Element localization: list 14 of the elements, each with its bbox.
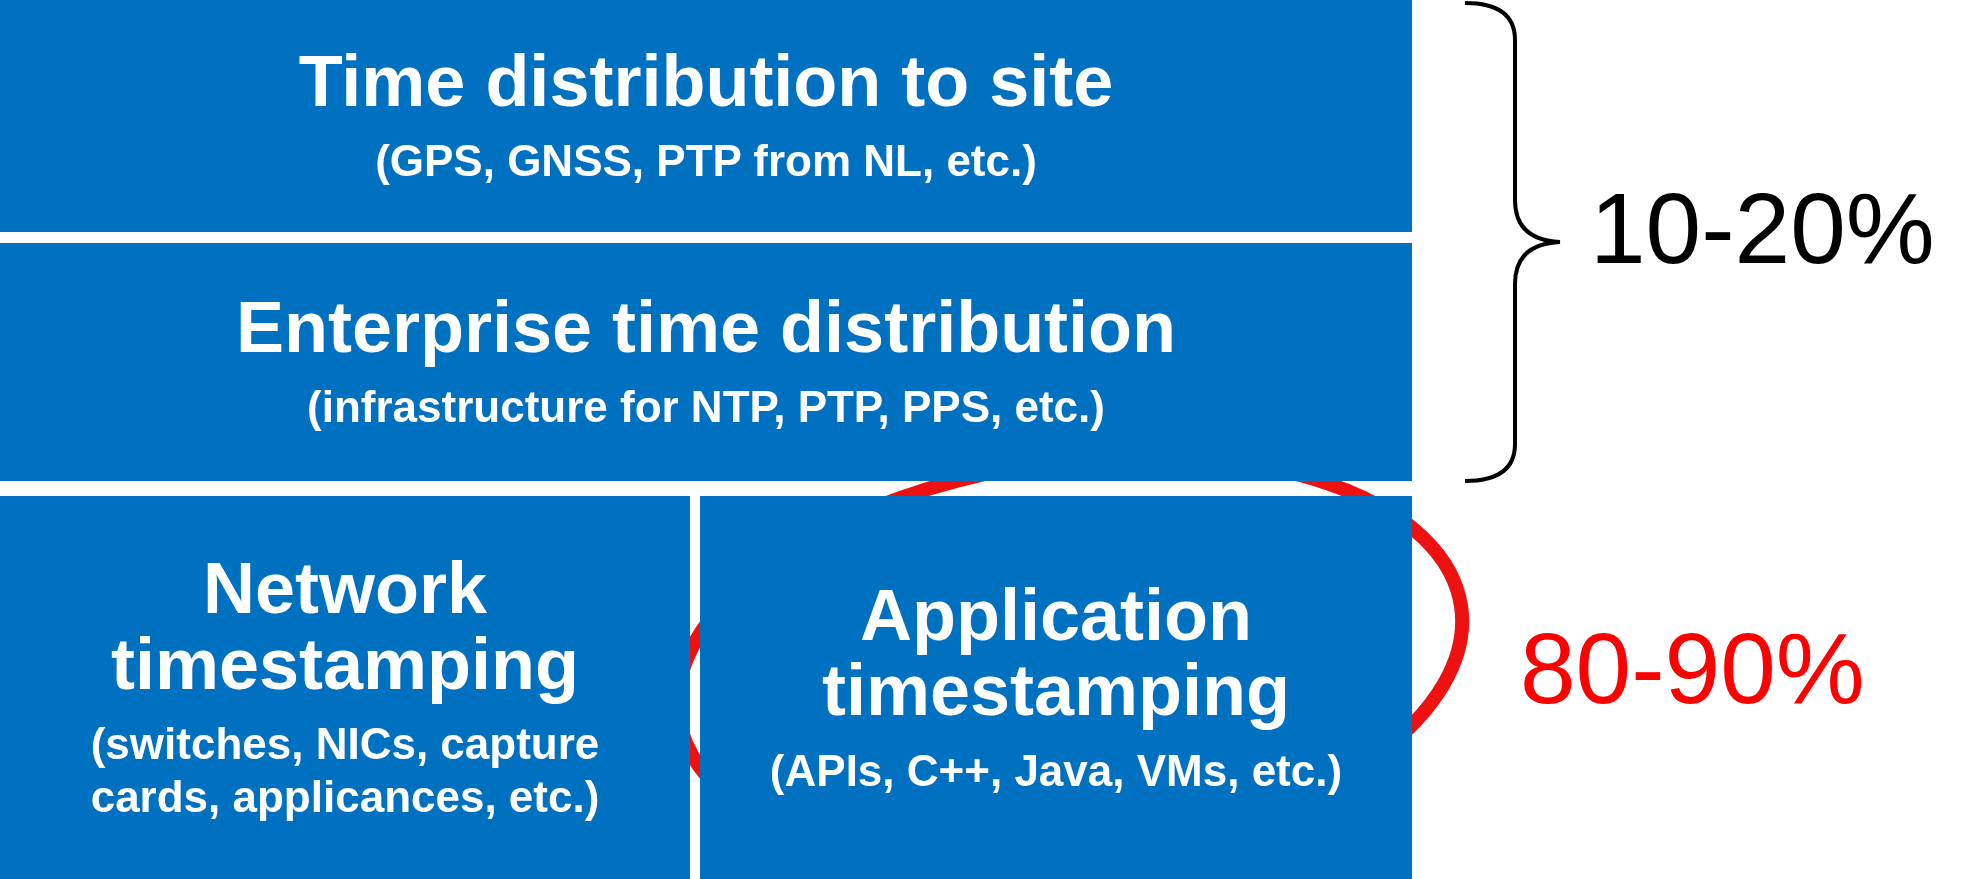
layer-description: (APIs, C++, Java, VMs, etc.) bbox=[769, 744, 1343, 797]
layer-box bbox=[0, 496, 690, 879]
layer-box bbox=[0, 0, 1412, 232]
layer-description: (infrastructure for NTP, PTP, PPS, etc.) bbox=[307, 381, 1105, 434]
layer-title: Enterprise time distribution bbox=[235, 289, 1177, 366]
layer-box bbox=[0, 243, 1412, 481]
layer-title: Application timestamping bbox=[820, 577, 1292, 729]
percentage-label: 80-90% bbox=[1520, 618, 1865, 718]
layer-description: (GPS, GNSS, PTP from NL, etc.) bbox=[375, 135, 1037, 188]
percentage-label: 10-20% bbox=[1590, 178, 1935, 278]
layer-title: Network timestamping bbox=[109, 551, 581, 703]
layer-title: Time distribution to site bbox=[298, 43, 1114, 120]
layer-description: (switches, NICs, capture cards, applicances, etc.) bbox=[89, 718, 601, 824]
layer-box bbox=[700, 496, 1412, 879]
